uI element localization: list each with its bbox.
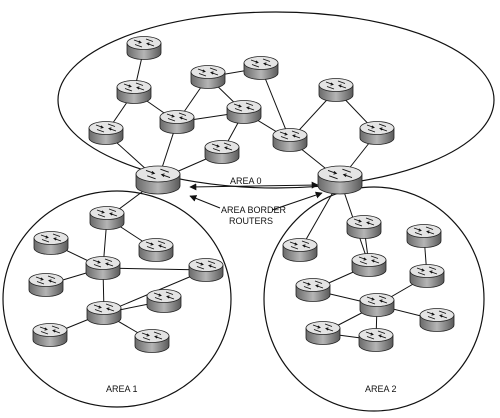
router-icon bbox=[409, 264, 445, 288]
area0-label: AREA 0 bbox=[230, 176, 262, 186]
area1-label: AREA 1 bbox=[106, 384, 138, 394]
router-icon bbox=[318, 78, 354, 102]
area2-boundary bbox=[263, 186, 485, 412]
router-icon bbox=[138, 238, 174, 262]
area1-boundary bbox=[2, 190, 232, 408]
router-icon bbox=[406, 224, 442, 248]
router-icon bbox=[135, 165, 181, 195]
link-a0_6-a0_9 bbox=[260, 67, 291, 141]
router-icon bbox=[358, 328, 394, 352]
abr-label-line2: ROUTERS bbox=[229, 216, 273, 226]
router-icon bbox=[88, 121, 124, 145]
abr-arrow-left bbox=[189, 195, 221, 209]
router-icon bbox=[272, 128, 308, 152]
router-icon bbox=[243, 56, 279, 80]
router-icon bbox=[317, 165, 363, 195]
router-icon bbox=[116, 80, 152, 104]
router-icon bbox=[33, 231, 69, 255]
abr-label-line1: AREA BORDER bbox=[221, 205, 287, 215]
router-icon bbox=[226, 100, 262, 124]
abr-arrow-right bbox=[271, 191, 323, 211]
router-icon bbox=[146, 289, 182, 313]
router-icon bbox=[295, 278, 331, 302]
router-icon bbox=[159, 110, 195, 134]
routers bbox=[28, 36, 455, 353]
router-icon bbox=[419, 308, 455, 332]
router-icon bbox=[204, 140, 240, 164]
router-icon bbox=[305, 321, 341, 345]
area2-label: AREA 2 bbox=[365, 384, 397, 394]
router-icon bbox=[346, 215, 382, 239]
abr-arrows bbox=[189, 181, 323, 211]
router-icon bbox=[134, 329, 170, 353]
router-icon bbox=[32, 323, 68, 347]
router-icon bbox=[28, 273, 64, 297]
router-icon bbox=[190, 65, 226, 89]
router-icon bbox=[126, 36, 162, 60]
router-icon bbox=[282, 238, 318, 262]
router-icon bbox=[86, 301, 122, 325]
router-icon bbox=[85, 256, 121, 280]
router-icon bbox=[89, 206, 125, 230]
abr-arrow-top bbox=[189, 181, 319, 191]
router-icon bbox=[359, 293, 395, 317]
router-icon bbox=[188, 258, 224, 282]
router-icon bbox=[359, 121, 395, 145]
router-icon bbox=[351, 253, 387, 277]
